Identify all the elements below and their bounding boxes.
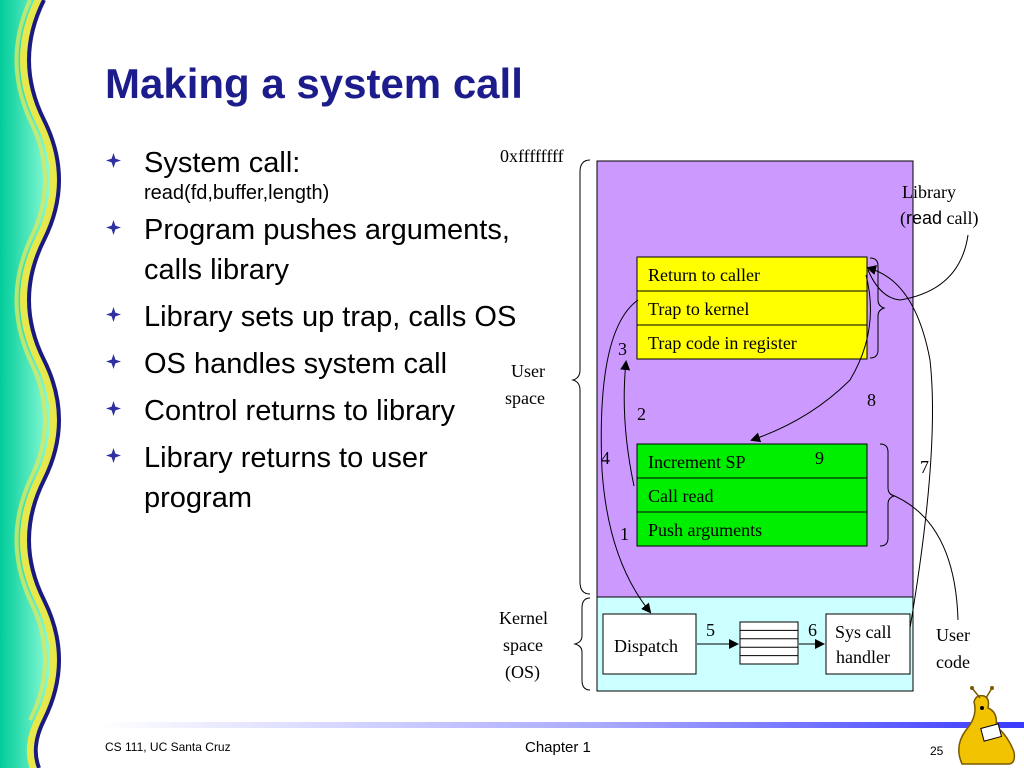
footer-course: CS 111, UC Santa Cruz <box>105 740 231 754</box>
library-box-return <box>636 256 868 292</box>
step-number: 5 <box>706 620 715 640</box>
user-box-label: Call read <box>648 486 713 506</box>
user-box-push <box>636 511 868 547</box>
step-number: 9 <box>815 448 824 468</box>
library-box-trap <box>636 290 868 326</box>
arrow-step-7 <box>866 265 933 629</box>
library-box-label: Trap code in register <box>648 333 797 353</box>
step-number: 6 <box>808 620 817 640</box>
library-label-line1: Library <box>902 182 956 202</box>
kernel-space-label-line2: space <box>503 635 543 655</box>
bullet-text: OS handles system call <box>144 348 448 380</box>
user-code-label-line1: User <box>936 625 970 645</box>
library-label-line2: (read call) <box>900 208 979 229</box>
dispatch-table <box>739 621 799 665</box>
bullet-text: Library returns to user program <box>144 442 428 514</box>
bullet-subtext: read(fd,buffer,length) <box>144 182 330 204</box>
user-code-label-line2: code <box>936 652 970 672</box>
user-code-pointer <box>889 493 959 621</box>
bullet-text: Control returns to library <box>144 395 456 427</box>
bullet-item: Control returns to library <box>104 391 524 431</box>
diamond-bullet-icon <box>106 448 121 463</box>
user-box-increment <box>636 443 868 479</box>
diamond-bullet-icon <box>106 307 121 322</box>
step-number: 1 <box>620 524 629 544</box>
bullet-item: System call: read(fd,buffer,length) <box>104 143 524 203</box>
library-box-label: Trap to kernel <box>648 299 749 319</box>
library-box-trap-code <box>636 324 868 360</box>
dispatch-box <box>602 613 697 675</box>
diamond-bullet-icon <box>106 220 121 235</box>
user-space-label-line1: User <box>511 361 545 381</box>
library-box-label: Return to caller <box>648 265 760 285</box>
footer-chapter: Chapter 1 <box>525 739 591 756</box>
step-number: 7 <box>920 457 929 477</box>
kernel-space-label-line3: (OS) <box>505 662 540 683</box>
kernel-space-label-line1: Kernel <box>499 608 548 628</box>
step-number: 3 <box>618 339 627 359</box>
slug-mascot-logo <box>958 686 1016 765</box>
handler-label-line2: handler <box>836 647 890 667</box>
step-number: 2 <box>637 404 646 424</box>
user-box-label: Increment SP <box>648 452 745 472</box>
arrow-step-2-3 <box>620 360 635 487</box>
step-number: 4 <box>601 448 610 468</box>
bullet-list: System call: read(fd,buffer,length) Prog… <box>104 143 524 525</box>
dispatch-label: Dispatch <box>614 636 678 656</box>
syscall-handler-box <box>825 613 911 675</box>
footer-page-number: 25 <box>930 744 944 758</box>
bullet-item: OS handles system call <box>104 344 524 384</box>
library-brace <box>869 257 886 359</box>
user-space-brace <box>571 159 591 595</box>
decorative-wave-border <box>0 0 80 768</box>
diamond-bullet-icon <box>106 401 121 416</box>
diamond-bullet-icon <box>106 354 121 369</box>
kernel-space-brace <box>573 597 591 691</box>
bullet-item: Program pushes arguments, calls library <box>104 210 524 290</box>
arrow-step-8 <box>750 274 871 443</box>
user-box-label: Push arguments <box>648 520 762 540</box>
footer-divider <box>100 722 1024 728</box>
bullet-text: Program pushes arguments, calls library <box>144 214 510 286</box>
address-label: 0xffffffff <box>500 146 564 166</box>
diamond-bullet-icon <box>106 153 121 168</box>
arrow-step-4 <box>600 299 652 614</box>
library-label-pointer <box>867 234 969 301</box>
handler-label-line1: Sys call <box>835 622 892 642</box>
bullet-text: Library sets up trap, calls OS <box>144 301 517 333</box>
step-number: 8 <box>867 390 876 410</box>
bullet-item: Library returns to user program <box>104 438 524 518</box>
user-space-label-line2: space <box>505 388 545 408</box>
bullet-text: System call: <box>144 147 301 179</box>
bullet-item: Library sets up trap, calls OS <box>104 297 524 337</box>
slide-title: Making a system call <box>105 60 523 107</box>
